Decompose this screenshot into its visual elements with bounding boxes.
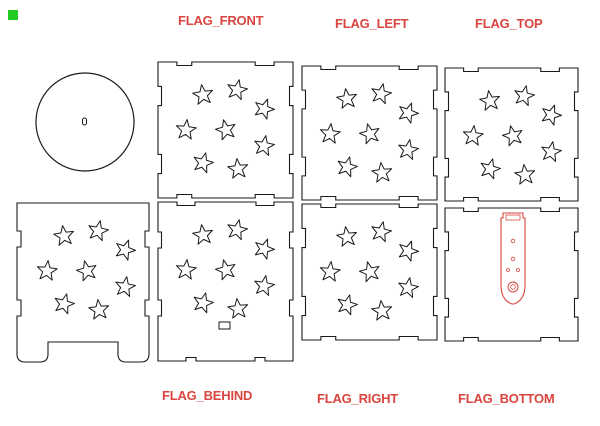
panel-outline <box>16 202 150 363</box>
circuit-board-icon <box>500 212 526 305</box>
star-icon <box>359 123 380 145</box>
label-flag-front: FLAG_FRONT <box>178 13 264 28</box>
star-icon <box>193 292 214 314</box>
board-hole <box>506 268 510 272</box>
disc-outline <box>35 72 135 172</box>
star-icon <box>479 90 500 111</box>
green-square-icon <box>8 10 18 20</box>
star-icon <box>254 238 275 260</box>
star-icon <box>398 102 419 124</box>
star-icon <box>359 261 380 283</box>
disc-center-hole <box>82 117 87 126</box>
board-header <box>505 214 521 221</box>
star-icon <box>53 225 74 246</box>
star-icon <box>514 85 535 107</box>
star-icon <box>254 135 275 156</box>
star-icon <box>215 259 236 281</box>
label-flag-bottom: FLAG_BOTTOM <box>458 391 555 406</box>
board-hole <box>510 256 516 262</box>
panel-outline <box>157 61 294 199</box>
panel-outline <box>301 203 438 341</box>
star-icon <box>88 299 110 320</box>
star-icon <box>54 293 75 315</box>
star-icon <box>371 162 393 183</box>
star-icon <box>36 260 58 281</box>
star-icon <box>115 239 136 261</box>
board-hole <box>516 268 520 272</box>
star-icon <box>254 275 275 296</box>
board-button <box>507 281 519 293</box>
panel-outline <box>444 207 579 342</box>
label-flag-right: FLAG_RIGHT <box>317 391 399 406</box>
star-icon <box>192 84 213 105</box>
panel-flag-right <box>301 203 438 341</box>
panel-outline <box>157 201 294 362</box>
star-icon <box>398 240 419 262</box>
label-flag-behind: FLAG_BEHIND <box>162 388 253 403</box>
star-icon <box>541 141 562 162</box>
star-icon <box>337 156 358 178</box>
star-icon <box>215 119 236 141</box>
star-icon <box>227 79 248 101</box>
star-icon <box>514 164 536 185</box>
board-hole <box>510 238 516 244</box>
star-icon <box>227 219 248 241</box>
star-icon <box>319 261 341 282</box>
circle-disc-icon <box>35 72 135 172</box>
star-icon <box>541 104 562 126</box>
star-icon <box>337 294 358 316</box>
star-icon <box>319 123 341 144</box>
star-icon <box>193 152 214 174</box>
panel-flag-behind-legs <box>16 202 150 363</box>
board-outline <box>500 212 526 305</box>
star-icon <box>76 260 97 282</box>
star-icon <box>336 88 357 109</box>
star-icon <box>115 276 136 297</box>
star-icon <box>254 98 275 120</box>
star-icon <box>371 221 392 243</box>
label-flag-top: FLAG_TOP <box>475 16 543 31</box>
panel-flag-top <box>444 67 579 202</box>
star-icon <box>336 226 357 247</box>
panel-outline <box>301 65 438 201</box>
board-button-center <box>510 284 516 290</box>
star-icon <box>227 298 249 319</box>
star-icon <box>88 220 109 242</box>
panel-flag-bottom <box>444 207 579 342</box>
star-icon <box>175 119 197 140</box>
panel-flag-left <box>301 65 438 201</box>
label-flag-left: FLAG_LEFT <box>335 16 409 31</box>
star-icon <box>371 83 392 105</box>
star-icon <box>462 125 484 146</box>
star-icon <box>175 259 197 280</box>
panel-outline <box>444 67 579 202</box>
panel-slot <box>218 321 231 330</box>
panel-flag-front <box>157 61 294 199</box>
star-icon <box>192 224 213 245</box>
star-icon <box>227 158 249 179</box>
star-icon <box>371 300 393 321</box>
panel-flag-behind <box>157 201 294 362</box>
star-icon <box>502 125 523 147</box>
star-icon <box>480 158 501 180</box>
star-icon <box>398 139 419 160</box>
star-icon <box>398 277 419 298</box>
